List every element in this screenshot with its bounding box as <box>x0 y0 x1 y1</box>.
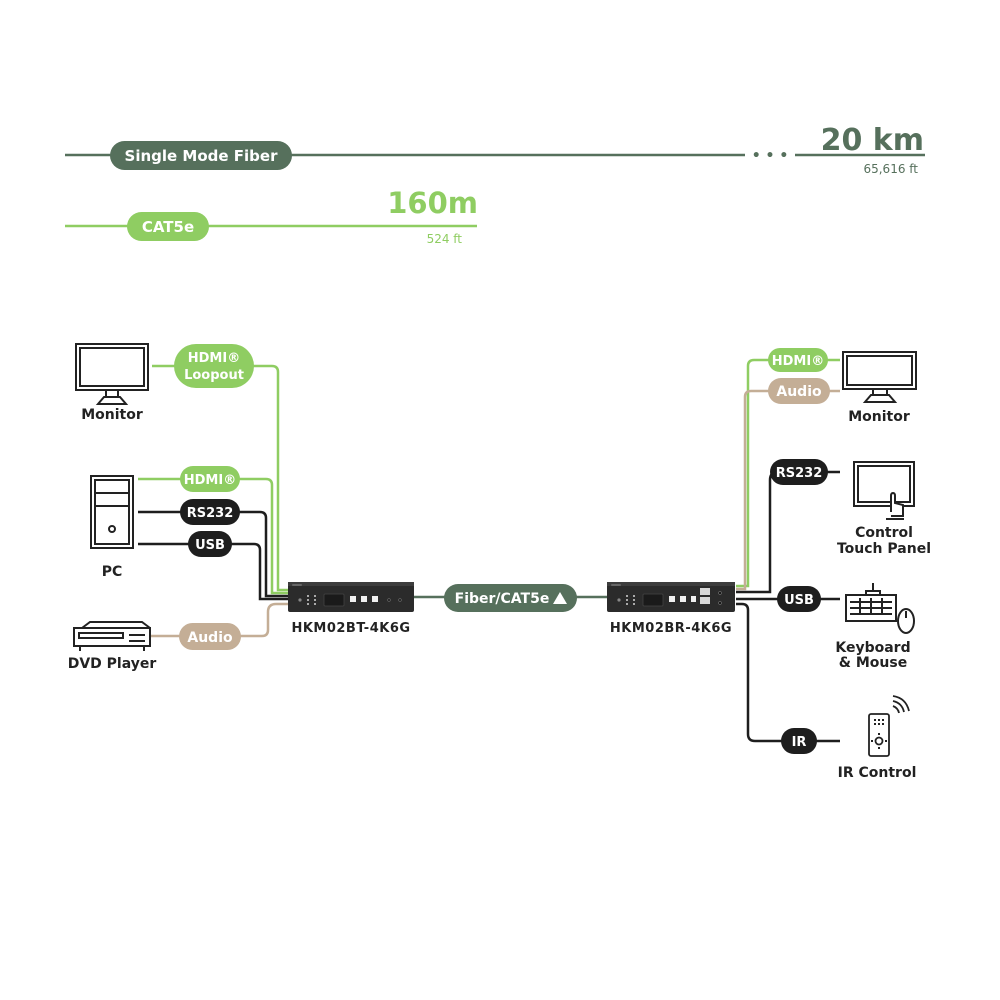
svg-text:Audio: Audio <box>776 384 822 400</box>
svg-text:USB: USB <box>784 593 814 608</box>
keyboard-mouse-label-1: Keyboard <box>835 640 910 656</box>
cat5e-distance: 160m <box>387 186 478 220</box>
triangle-up-icon <box>553 592 567 604</box>
wire-hdmi-loopout <box>152 364 290 592</box>
rx-audio-pill: Audio <box>768 378 830 404</box>
touch-panel-icon <box>853 461 915 520</box>
svg-text:HDMI®: HDMI® <box>184 473 236 488</box>
receiver-device <box>607 582 735 612</box>
transmitter-wiring <box>138 364 290 638</box>
dvd-audio-pill: Audio <box>179 623 241 650</box>
tx-monitor-label: Monitor <box>81 407 143 423</box>
keyboard-mouse-label-2: & Mouse <box>839 655 907 671</box>
transmitter-model: HKM02BT-4K6G <box>291 621 410 636</box>
svg-text:IR: IR <box>792 735 807 750</box>
ir-remote-icon <box>868 695 910 757</box>
fiber-cat5e-link-pill: Fiber/CAT5e <box>444 584 577 612</box>
wire-pc-hdmi <box>138 477 290 595</box>
wire-rx-hdmi <box>736 358 840 588</box>
receiver-model: HKM02BR-4K6G <box>610 621 732 636</box>
rx-monitor-label: Monitor <box>848 409 910 425</box>
ir-control-label: IR Control <box>838 765 917 781</box>
fiber-distance-row: • • • Single Mode Fiber 20 km 65,616 ft <box>65 123 925 176</box>
transmitter-device <box>288 582 414 612</box>
pc-hdmi-pill: HDMI® <box>180 466 240 492</box>
cat5e-pill <box>127 212 209 241</box>
dvd-player-icon <box>73 621 151 651</box>
wire-rx-rs232 <box>736 470 840 594</box>
wire-pc-rs232 <box>138 510 290 598</box>
rx-usb-pill: USB <box>777 586 821 612</box>
svg-text:RS232: RS232 <box>776 466 823 481</box>
wire-rx-audio <box>736 389 840 591</box>
ellipsis: • • • <box>752 148 789 164</box>
rx-hdmi-pill: HDMI® <box>768 348 828 372</box>
wire-rx-ir <box>736 602 840 743</box>
touch-panel-label-1: Control <box>855 525 913 541</box>
cat5e-distance-ft: 524 ft <box>427 232 463 246</box>
svg-text:Loopout: Loopout <box>184 368 244 383</box>
monitor-icon <box>842 351 917 403</box>
fiber-distance: 20 km <box>821 123 924 158</box>
cat5e-label: CAT5e <box>142 218 194 236</box>
fiber-label: Single Mode Fiber <box>125 147 279 165</box>
monitor-icon <box>75 343 149 405</box>
rx-rs232-pill: RS232 <box>770 459 828 485</box>
fiber-distance-ft: 65,616 ft <box>863 162 918 176</box>
svg-text:RS232: RS232 <box>187 506 234 521</box>
hdmi-loopout-pill: HDMI® Loopout <box>174 344 254 388</box>
svg-text:USB: USB <box>195 538 225 553</box>
rx-ir-pill: IR <box>781 728 817 754</box>
pc-tower-icon <box>90 475 134 549</box>
cat5e-distance-row: CAT5e 160m 524 ft <box>65 186 478 246</box>
pc-label: PC <box>102 564 123 580</box>
wire-pc-usb <box>138 542 290 601</box>
receiver-wiring <box>736 358 840 743</box>
fiber-pill <box>110 141 292 170</box>
svg-text:Audio: Audio <box>187 630 233 646</box>
keyboard-mouse-icon <box>845 583 915 634</box>
link-label: Fiber/CAT5e <box>455 591 550 607</box>
touch-panel-label-2: Touch Panel <box>837 541 931 557</box>
pc-rs232-pill: RS232 <box>180 499 240 525</box>
pc-usb-pill: USB <box>188 531 232 557</box>
wire-dvd-audio <box>150 602 290 638</box>
svg-text:HDMI®: HDMI® <box>772 354 824 369</box>
svg-text:HDMI®: HDMI® <box>188 351 240 366</box>
dvd-player-label: DVD Player <box>68 656 157 672</box>
